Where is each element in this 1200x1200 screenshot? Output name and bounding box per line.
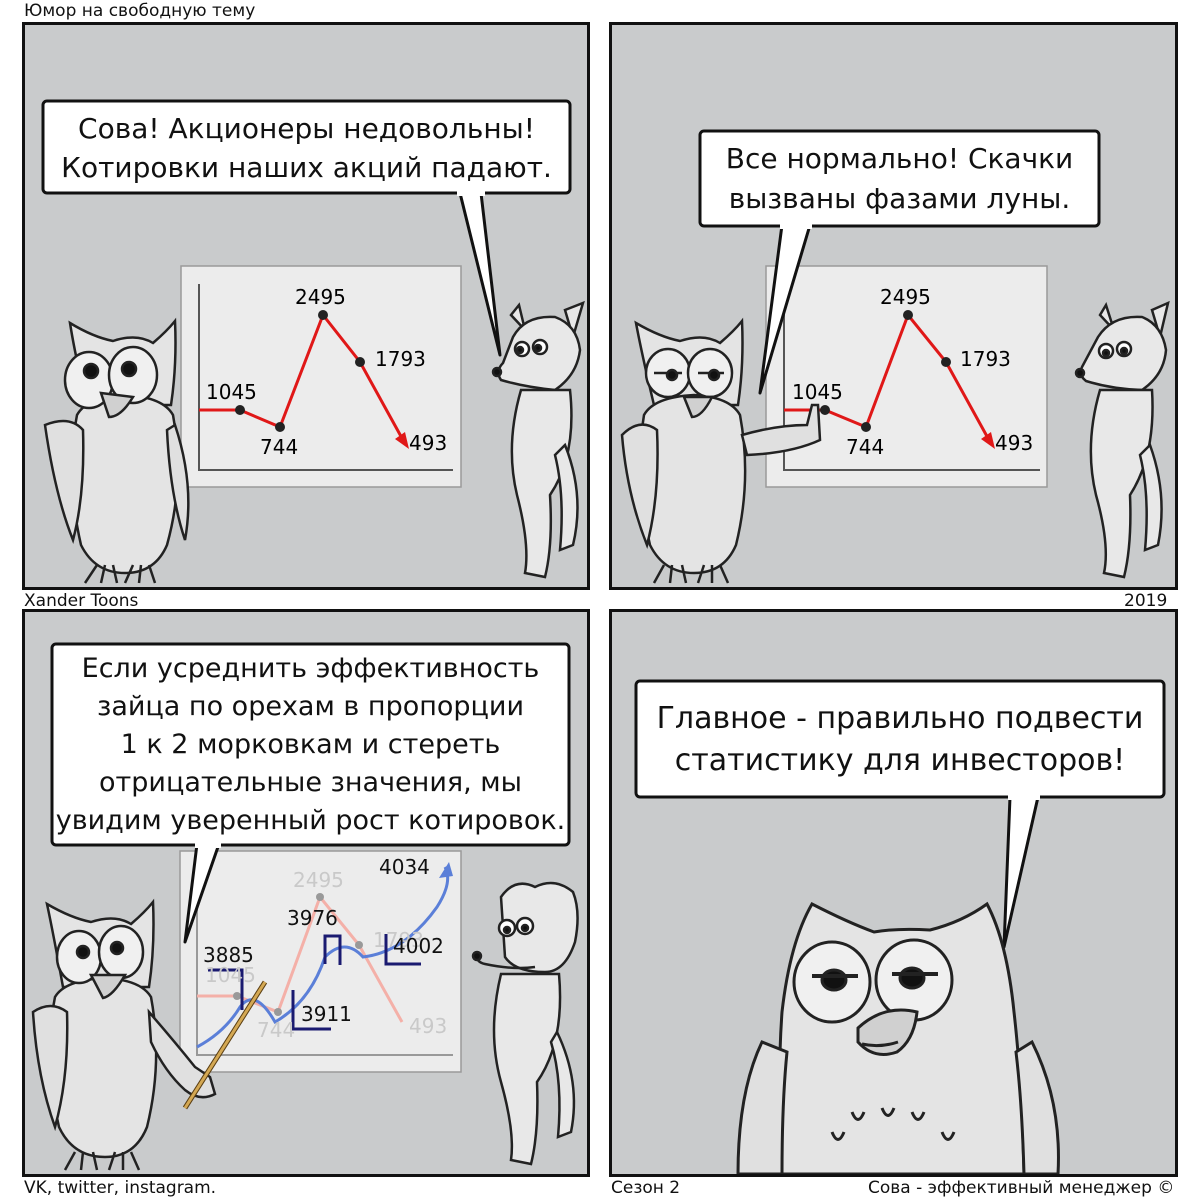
panel-4: Главное - правильно подвести статистику … xyxy=(609,609,1178,1177)
chart-label: 1045 xyxy=(792,380,843,404)
speech-line: Сова! Акционеры недовольны! xyxy=(78,112,535,145)
speech-line: увидим уверенный рост котировок. xyxy=(55,805,566,836)
chart-label: 3911 xyxy=(301,1002,352,1026)
author-credit: Xander Toons xyxy=(24,591,139,611)
faded-chart-label: 1793 xyxy=(373,928,424,952)
speech-bubble xyxy=(634,679,1166,799)
speech-line: Котировки наших акций падают. xyxy=(61,151,552,184)
year-credit: 2019 xyxy=(1124,591,1168,611)
speech-text-1: Сова! Акционеры недовольны! Котировки на… xyxy=(43,109,570,187)
chart-axes xyxy=(198,284,453,471)
chart-point xyxy=(355,357,365,367)
speech-line: Если усреднить эффективность xyxy=(81,653,540,684)
panel-3: Если усреднить эффективность зайца по ор… xyxy=(22,609,590,1177)
bubble-tail xyxy=(458,191,502,357)
panel-4-art xyxy=(634,679,1166,1174)
speech-text-3: Если усреднить эффективность зайца по ор… xyxy=(52,650,569,840)
speech-text-2: Все нормально! Скачки вызваны фазами лун… xyxy=(700,139,1099,219)
panel-1: Сова! Акционеры недовольны! Котировки на… xyxy=(22,22,590,590)
bubble-tail xyxy=(1002,795,1040,949)
social-credit: VK, twitter, instagram. xyxy=(24,1178,217,1198)
chart-point xyxy=(941,357,951,367)
header-title: Юмор на свободную тему xyxy=(24,1,256,21)
speech-line: отрицательные значения, мы xyxy=(99,767,522,798)
faded-chart-label: 2495 xyxy=(293,868,344,892)
chart-point xyxy=(275,422,285,432)
chart-label: 4034 xyxy=(379,855,430,879)
fox-character xyxy=(1074,300,1170,579)
chart-label: 1793 xyxy=(375,347,426,371)
speech-line: статистику для инвесторов! xyxy=(674,743,1126,778)
chart-arrow-head xyxy=(981,432,995,449)
panel-1-art xyxy=(41,99,585,584)
bracket xyxy=(291,990,331,1031)
faded-chart-label: 744 xyxy=(257,1018,296,1042)
faded-chart-label: 1045 xyxy=(205,963,256,987)
owl-character xyxy=(43,317,190,584)
series-credit: Сова - эффективный менеджер © xyxy=(868,1178,1175,1198)
chart-point xyxy=(903,310,913,320)
owl-character xyxy=(736,901,1060,1174)
chart-label: 1793 xyxy=(960,347,1011,371)
bracket xyxy=(323,934,342,965)
chart-label: 3885 xyxy=(203,943,254,967)
chart-axes xyxy=(196,869,453,1056)
speech-line: зайца по орехам в пропорции xyxy=(96,691,525,722)
chart-label: 4002 xyxy=(393,934,444,958)
chart-point xyxy=(861,422,871,432)
owl-character xyxy=(620,317,822,584)
chart-arrow-head xyxy=(395,432,409,449)
panel-2-art xyxy=(620,129,1170,584)
speech-text-4: Главное - правильно подвести статистику … xyxy=(636,698,1164,782)
chart-label: 744 xyxy=(846,435,885,459)
chart-board xyxy=(765,265,1048,488)
chart-line xyxy=(199,311,405,441)
panel-2: Все нормально! Скачки вызваны фазами лун… xyxy=(609,22,1178,590)
fox-character xyxy=(471,881,579,1166)
speech-line: 1 к 2 морковкам и стереть xyxy=(120,729,501,760)
chart-label: 3976 xyxy=(287,906,338,930)
bracket xyxy=(208,968,244,1010)
season-credit: Сезон 2 xyxy=(611,1178,681,1198)
bracket xyxy=(384,934,421,966)
chart-board xyxy=(180,265,462,488)
chart-label: 2495 xyxy=(295,285,346,309)
speech-line: Все нормально! Скачки xyxy=(725,142,1074,175)
panel-3-art xyxy=(31,642,579,1171)
faded-chart-label: 493 xyxy=(409,1014,448,1038)
chart-point xyxy=(318,310,328,320)
chart-label: 1045 xyxy=(206,380,257,404)
rising-arrow-head xyxy=(439,862,453,878)
chart-point xyxy=(235,405,245,415)
chart-label: 493 xyxy=(409,431,448,455)
chart-label: 744 xyxy=(260,435,299,459)
speech-bubble xyxy=(698,129,1101,228)
speech-line: вызваны фазами луны. xyxy=(728,182,1071,215)
chart-label: 2495 xyxy=(880,285,931,309)
speech-bubble xyxy=(41,99,572,195)
speech-bubble xyxy=(50,642,571,847)
chart-axes xyxy=(783,284,1040,471)
chart-point xyxy=(820,405,830,415)
speech-line: Главное - правильно подвести xyxy=(656,701,1144,736)
owl-character xyxy=(31,898,217,1171)
chart-board xyxy=(179,850,462,1073)
fox-character xyxy=(491,300,585,579)
chart-label: 493 xyxy=(995,431,1034,455)
